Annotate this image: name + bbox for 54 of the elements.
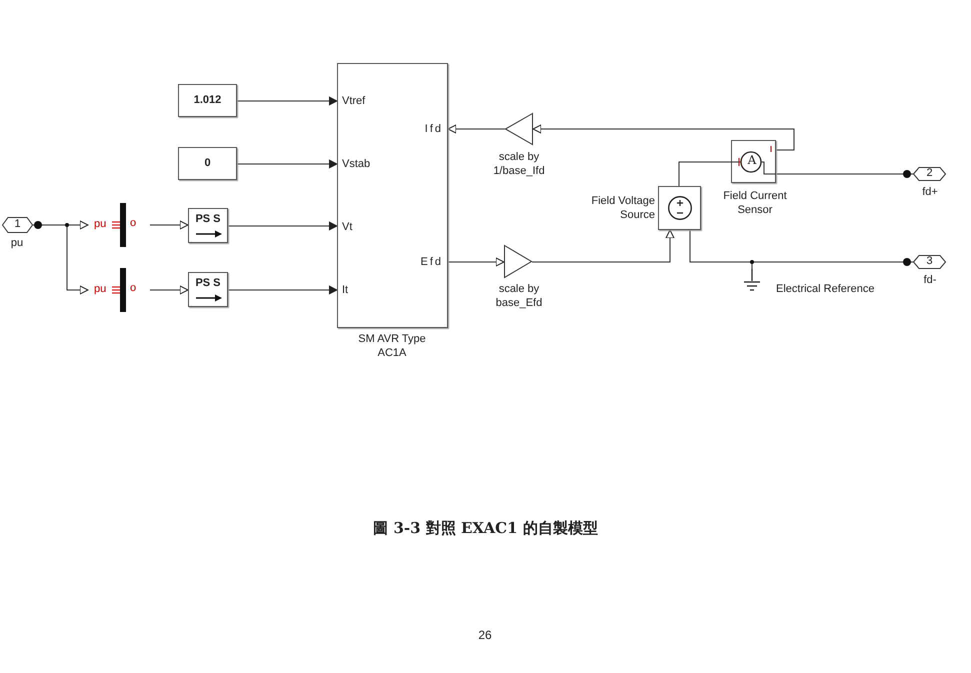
- gain-block: [505, 113, 533, 145]
- block-label: PS S: [194, 277, 222, 290]
- signal-arrow: [150, 220, 188, 230]
- converter-block: [188, 208, 228, 243]
- signal-arrow: [448, 258, 504, 266]
- outport-block: [913, 167, 946, 181]
- unit-label: o: [130, 282, 136, 295]
- block-caption: scale by base_Efd: [494, 282, 544, 310]
- connection-line: [690, 230, 752, 270]
- inport-block: [2, 217, 33, 233]
- gain-block: [504, 245, 532, 278]
- block-caption: SM AVR Type AC1A: [357, 332, 427, 360]
- port-label: Vt: [342, 221, 352, 234]
- port-number: 3: [925, 255, 934, 268]
- signal-arrow: [228, 286, 338, 294]
- block-caption: fd+: [921, 185, 939, 199]
- port-label: Efd: [420, 256, 443, 269]
- page-number: 26: [477, 628, 493, 642]
- block-label: PS S: [194, 213, 222, 226]
- block-caption: Field Current Sensor: [722, 189, 788, 217]
- voltage-source-block: [658, 186, 701, 230]
- block-caption: scale by 1/base_Ifd: [492, 150, 546, 178]
- port-number: 1: [13, 218, 22, 231]
- signal-arrow: [236, 160, 338, 168]
- figure-caption: 圖 3-3 對照 EXAC1 的自製模型: [372, 518, 599, 538]
- constant-block: [178, 84, 237, 117]
- port-label: It: [342, 284, 348, 297]
- signal-arrow: [150, 286, 188, 294]
- block-caption: Field Voltage Source: [590, 194, 655, 222]
- subsystem-block: [337, 63, 448, 328]
- unit-label: o: [130, 217, 136, 230]
- meter-letter: A: [746, 154, 758, 167]
- signal-arrow: [236, 96, 338, 106]
- constant-value: 0: [203, 157, 212, 170]
- port-label: Ifd: [424, 123, 443, 136]
- ground-symbol: [744, 269, 760, 292]
- connection-line: [678, 162, 732, 186]
- converter-block: [188, 272, 228, 307]
- current-sensor-block: [731, 140, 776, 183]
- constant-block: [178, 147, 237, 180]
- signal-arrow: [228, 222, 338, 230]
- unit-label: pu: [94, 218, 106, 231]
- port-label: Vstab: [342, 158, 370, 171]
- port-number: 2: [925, 167, 934, 180]
- outport-block: [913, 255, 946, 269]
- unit-label: pu: [94, 283, 106, 296]
- constant-value: 1.012: [192, 94, 222, 107]
- block-caption: pu: [10, 236, 24, 250]
- signal-arrow: [532, 124, 794, 150]
- port-label: Vtref: [342, 95, 366, 108]
- block-caption: Electrical Reference: [776, 282, 876, 296]
- block-caption: fd-: [922, 273, 938, 287]
- signal-arrow: [448, 124, 506, 134]
- signal-arrow: [532, 230, 674, 262]
